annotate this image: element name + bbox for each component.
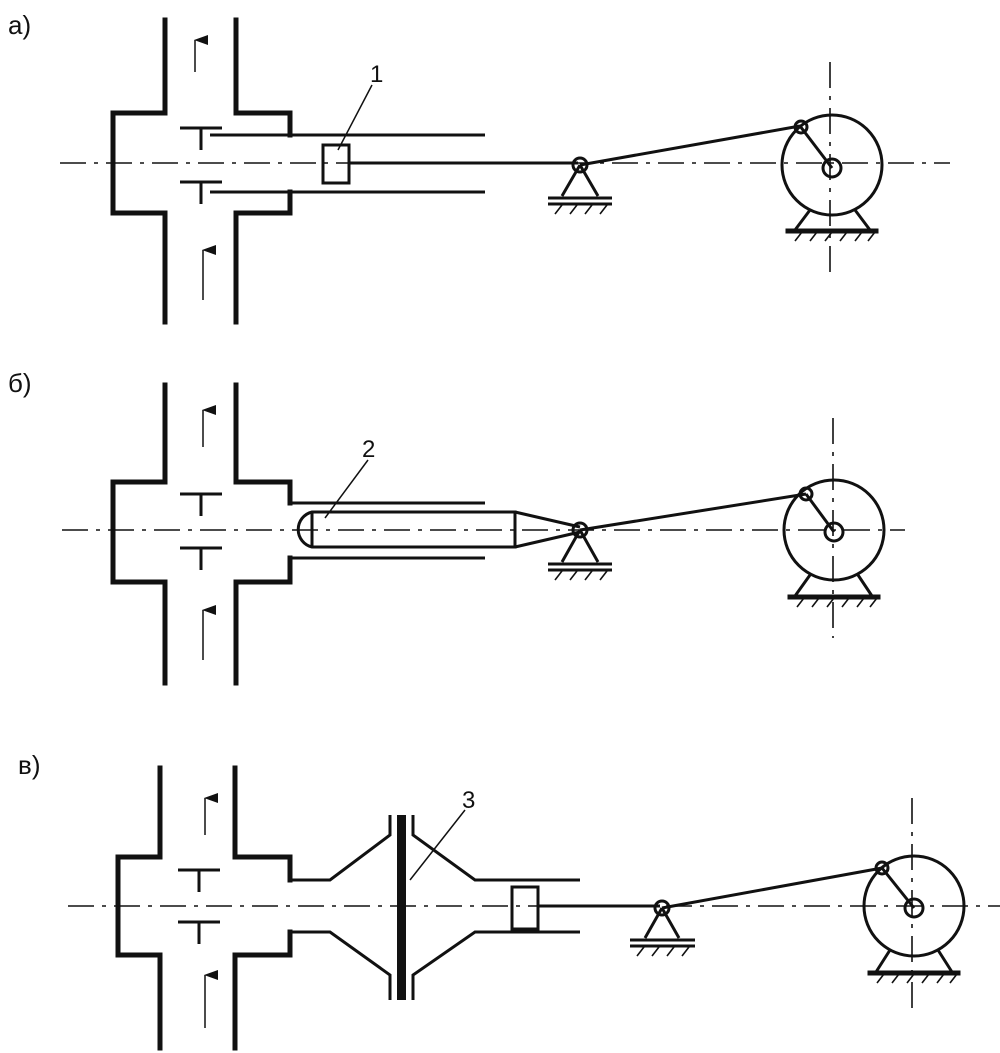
crosshead-support-a: [548, 156, 612, 215]
leader-line-3: [409, 809, 466, 881]
piston-c: [510, 885, 540, 931]
panel-label-c: в): [18, 750, 40, 780]
leader-line-1: [337, 84, 373, 151]
crosshead-support-c: [630, 899, 695, 957]
valve-chamber-a: [110, 17, 485, 325]
panel-a: а) 1: [8, 10, 950, 325]
part-label-2: 2: [362, 436, 375, 463]
crank-wheel-a: [780, 62, 884, 280]
panel-label-a: а): [8, 10, 31, 40]
valve-chamber-b: [110, 382, 485, 686]
connecting-rod-c: [661, 866, 883, 910]
plunger-link-b: [514, 510, 581, 549]
piston-a: [321, 143, 351, 185]
part-label-3: 3: [462, 787, 475, 814]
leader-line-2: [324, 459, 369, 519]
connecting-rod-a: [579, 124, 801, 167]
crosshead-support-b: [548, 521, 612, 581]
panel-label-b: б): [8, 368, 32, 398]
crank-wheel-b: [782, 418, 886, 638]
panel-b: б) 2: [8, 368, 905, 686]
connecting-rod-b: [579, 492, 807, 532]
panel-c: в) 3: [18, 750, 1000, 1051]
crank-wheel-c: [862, 798, 966, 1015]
part-label-1: 1: [370, 61, 383, 88]
